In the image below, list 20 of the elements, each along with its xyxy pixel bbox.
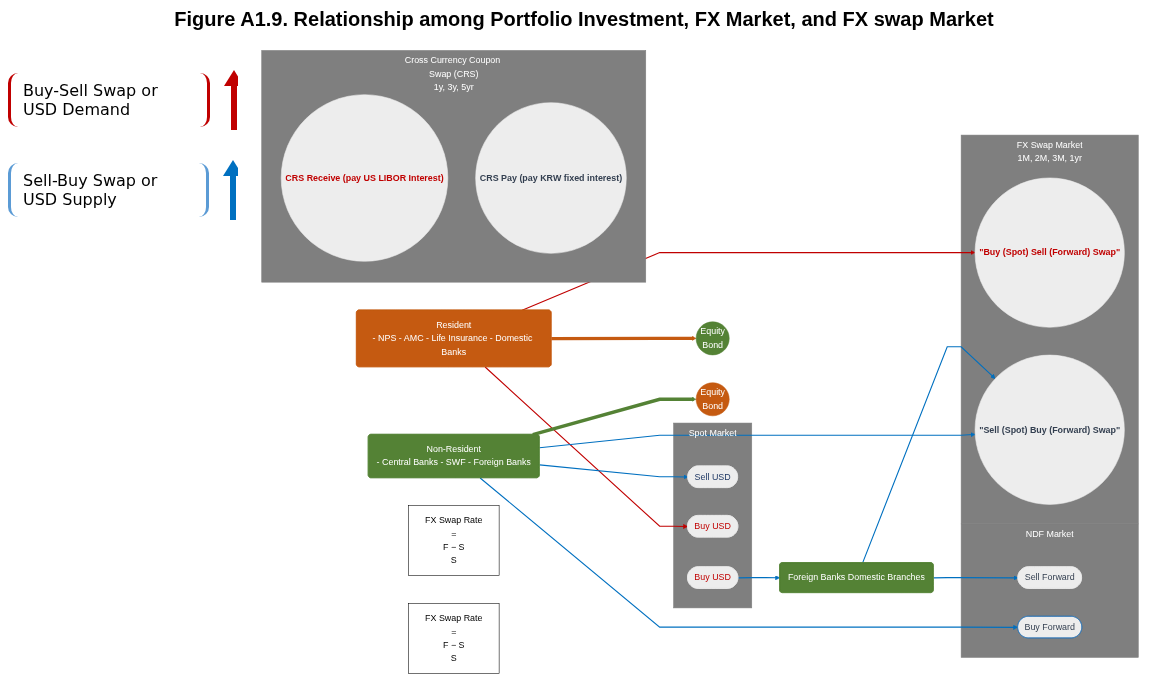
arrow [539,464,689,480]
node-circle: Equity Bond [695,321,730,356]
arrow [479,477,1019,630]
arrow [737,575,781,581]
node-circle: Equity Bond [695,382,730,417]
figure-title: Figure A1.9. Relationship among Portfolio Investment, FX Market, and FX swap Market [173,8,995,31]
arrow [933,575,1019,581]
node-circle: "Buy (Spot) Sell (Forward) Swap" [974,177,1125,328]
arrow [532,396,697,437]
arrow [862,346,996,564]
node-box: FX Swap Rate = F − S S [408,505,500,576]
bracketed-note: Sell-Buy Swap or USD Supply [8,163,210,217]
node-circle: CRS Pay (pay KRW fixed interest) [475,102,627,254]
arrow [484,366,688,529]
node-circle: "Sell (Spot) Buy (Forward) Swap" [974,354,1125,505]
arrow [539,432,976,449]
node-box: FX Swap Rate = F − S S [408,603,500,674]
bracketed-note: Buy-Sell Swap or USD Demand [8,73,211,127]
node-circle: CRS Receive (pay US LIBOR Interest) [280,94,449,262]
arrow [551,335,697,341]
